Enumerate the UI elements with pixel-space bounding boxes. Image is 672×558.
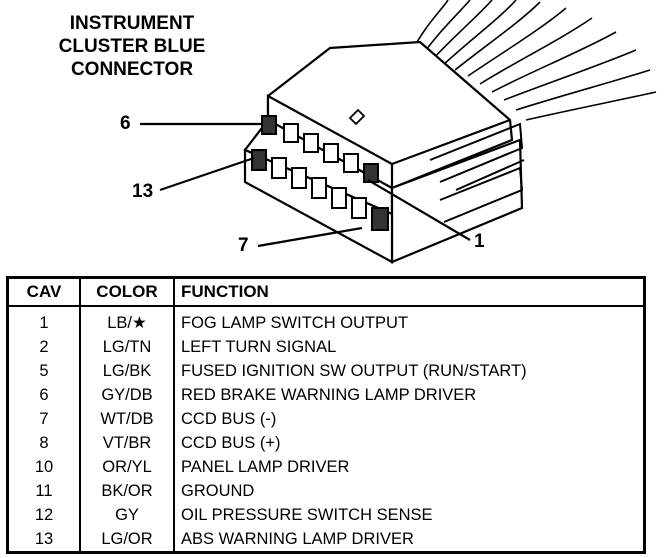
color-cell: BK/OR [80,479,175,503]
locking-tabs [429,122,525,223]
color-cell: GY [80,503,175,527]
cav-cell: 13 [7,527,81,553]
cavity-row-top [261,115,379,183]
function-cell: FOG LAMP SWITCH OUTPUT [181,314,409,332]
cav-cell: 10 [7,455,81,479]
function-cell: RED BRAKE WARNING LAMP DRIVER [181,386,477,404]
function-cell: CCD BUS (+) [181,434,281,452]
function-cell: FUSED IGNITION SW OUTPUT (RUN/START) [181,362,527,380]
callout-pin-6: 6 [120,113,131,134]
cav-cell: 8 [7,431,81,455]
callout-pin-1: 1 [474,231,485,252]
color-cell: LG/TN [80,335,175,359]
color-cell: OR/YL [80,455,175,479]
header-cav: CAV [7,277,81,307]
title-line-2: CLUSTER BLUE [58,36,206,57]
leader-lines [140,122,471,248]
title-line-3: CONNECTOR [70,59,194,80]
cav-cell: 7 [7,407,81,431]
color-cell: LG/BK [80,359,175,383]
function-cell: ABS WARNING LAMP DRIVER [181,530,414,548]
callout-pin-13: 13 [132,181,154,202]
function-cell: GROUND [181,482,255,500]
table-header-row: CAV COLOR FUNCTION [7,277,645,307]
function-cell: OIL PRESSURE SWITCH SENSE [181,506,433,524]
title-line-1: INSTRUMENT [69,13,195,34]
cav-cell: 1 [7,306,81,335]
cavity-row-bottom [251,149,389,231]
color-cell: GY/DB [80,383,175,407]
color-cell: VT/BR [80,431,175,455]
header-function: FUNCTION [174,277,645,307]
cav-cell: 12 [7,503,81,527]
function-cell: LEFT TURN SIGNAL [181,338,337,356]
diagram-title: INSTRUMENT CLUSTER BLUE CONNECTOR [22,12,242,81]
header-color: COLOR [80,277,175,307]
callout-pin-7: 7 [238,235,249,256]
color-cell: LG/OR [80,527,175,553]
cav-cell: 6 [7,383,81,407]
function-cell: PANEL LAMP DRIVER [181,458,350,476]
color-cell: WT/DB [80,407,175,431]
cav-cell: 5 [7,359,81,383]
connector-illustration [140,0,657,264]
color-cell: LB/★ [80,306,175,335]
polarizing-key [348,108,366,126]
function-cell: CCD BUS (-) [181,410,277,428]
cav-cell: 2 [7,335,81,359]
cav-cell: 11 [7,479,81,503]
